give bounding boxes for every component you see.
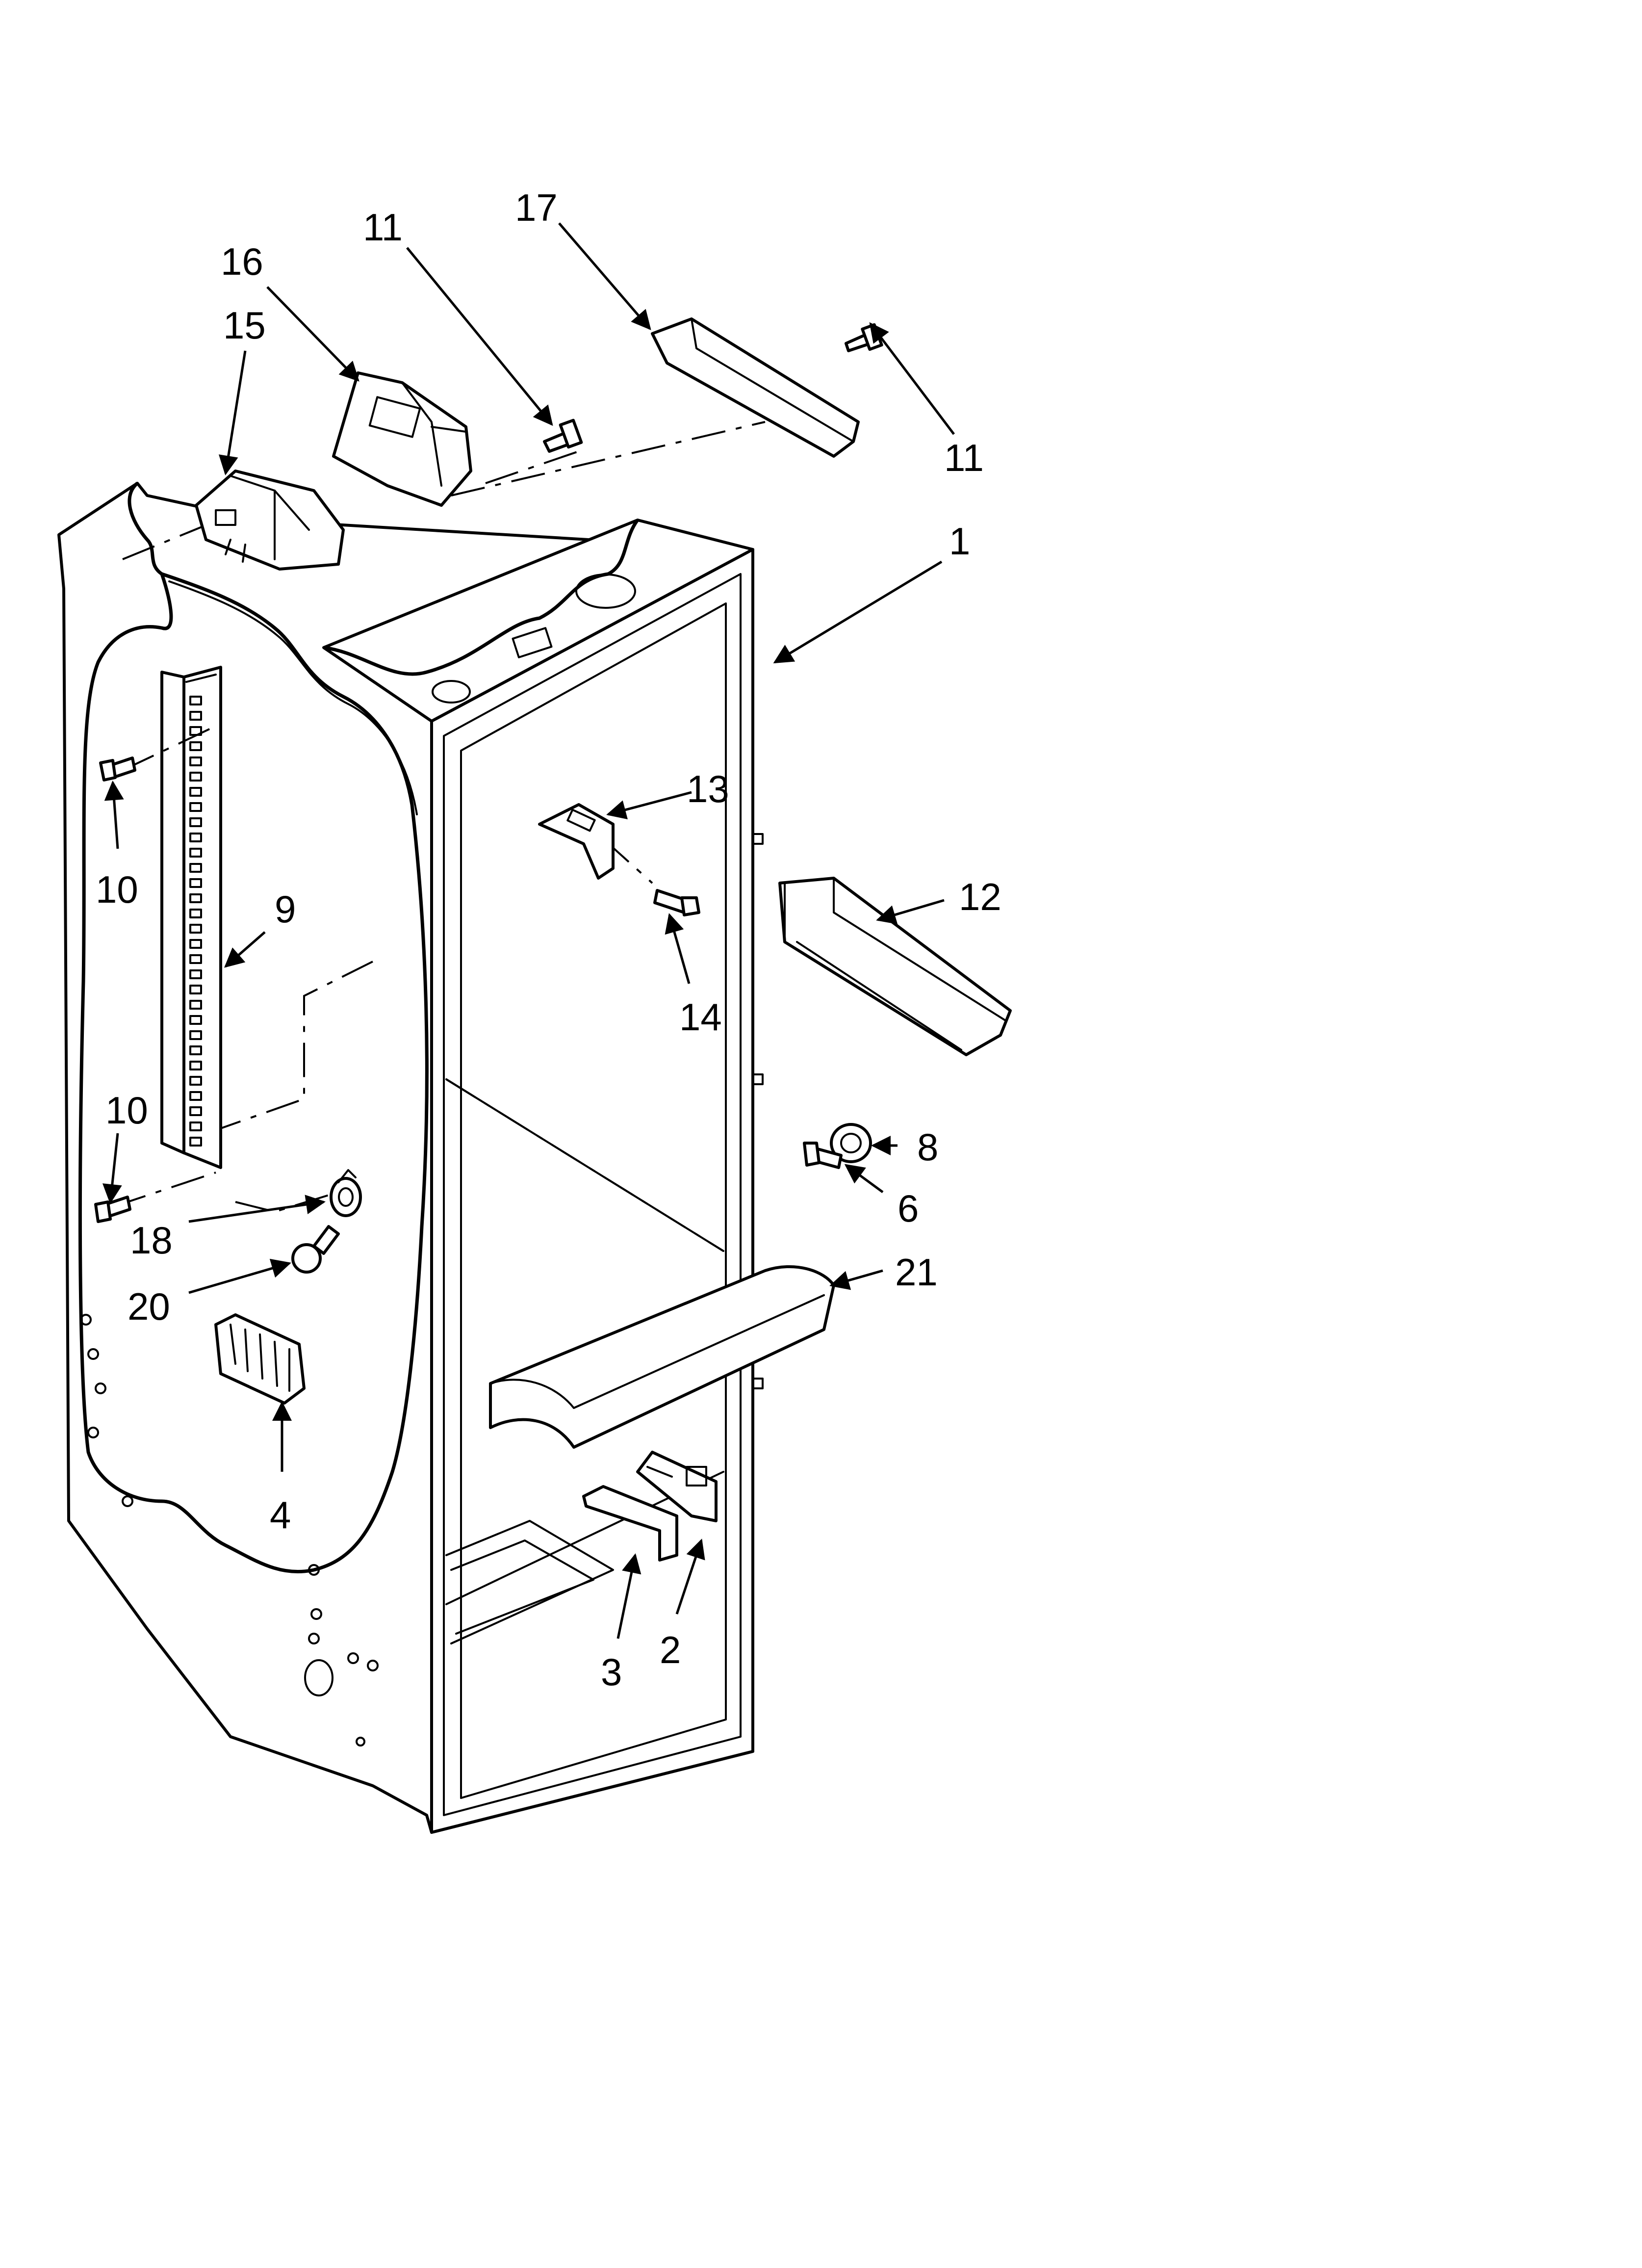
callout-3: 3 <box>601 1650 622 1694</box>
rail-slot <box>189 1091 202 1101</box>
callout-16: 16 <box>221 240 263 283</box>
shelf-rail <box>160 666 222 1169</box>
lamp-socket <box>330 1169 362 1217</box>
air-vent <box>214 1313 306 1405</box>
channel <box>778 877 1012 1056</box>
rail-slot <box>189 787 202 797</box>
rail-slot <box>189 817 202 827</box>
callout-10: 10 <box>105 1089 148 1132</box>
callout-20: 20 <box>128 1285 170 1328</box>
leader-lines <box>102 222 955 1639</box>
roller-8 <box>830 1123 872 1163</box>
bracket-3 <box>582 1485 678 1562</box>
callout-21: 21 <box>895 1251 938 1294</box>
rail-slot <box>189 1076 202 1086</box>
callout-11: 11 <box>363 206 403 249</box>
rail-slot <box>189 924 202 934</box>
rail-slot <box>189 802 202 812</box>
rail-slot <box>189 1106 202 1116</box>
callout-15: 15 <box>223 304 266 347</box>
rail-slot <box>189 848 202 858</box>
callout-labels: 17 11 16 15 11 1 13 12 14 10 9 10 8 6 18… <box>96 186 1001 1694</box>
rail-slots <box>189 696 202 1147</box>
rail-slot <box>189 1121 202 1131</box>
screw-10-lower <box>94 1196 131 1223</box>
rail-slot <box>189 696 202 705</box>
screw-11-right <box>845 323 883 352</box>
rail-slot <box>189 1137 202 1147</box>
top-rail <box>651 317 860 458</box>
rail-slot <box>189 756 202 766</box>
rail-slot <box>189 909 202 918</box>
rail-slot <box>189 772 202 782</box>
callout-2: 2 <box>660 1628 681 1671</box>
screw-10-upper <box>99 756 136 782</box>
screw-11-left <box>543 418 583 453</box>
rail-slot <box>189 893 202 903</box>
rail-slot <box>189 741 202 751</box>
callout-8: 8 <box>917 1125 938 1169</box>
callout-11: 11 <box>944 436 984 479</box>
rail-slot <box>189 863 202 873</box>
callout-13: 13 <box>687 767 729 810</box>
control-bracket <box>332 371 472 507</box>
small-bracket <box>538 803 615 880</box>
rail-slot <box>189 1061 202 1070</box>
lamp-bulb <box>291 1225 340 1274</box>
rail-slot <box>189 954 202 964</box>
rail-slot <box>189 1045 202 1055</box>
callout-1: 1 <box>949 520 970 563</box>
callout-12: 12 <box>959 875 1001 918</box>
callout-10: 10 <box>96 868 138 911</box>
rail-slot <box>189 1000 202 1010</box>
screw-6 <box>803 1142 843 1169</box>
bracket-2 <box>636 1451 718 1522</box>
callout-6: 6 <box>898 1187 919 1230</box>
rail-slot <box>189 939 202 949</box>
screw-14 <box>653 889 700 916</box>
rail-slot <box>189 1030 202 1040</box>
rail-slot <box>189 1015 202 1025</box>
callout-4: 4 <box>270 1493 291 1537</box>
rail-slot <box>189 878 202 888</box>
callout-17: 17 <box>515 186 558 229</box>
rail-slot <box>189 833 202 842</box>
callout-9: 9 <box>275 887 296 931</box>
rail-slot <box>189 985 202 994</box>
callout-18: 18 <box>130 1219 173 1262</box>
cover <box>489 1265 835 1449</box>
callout-14: 14 <box>679 995 722 1039</box>
rail-slot <box>189 711 202 721</box>
control-housing <box>195 469 345 571</box>
rail-slot <box>189 969 202 979</box>
